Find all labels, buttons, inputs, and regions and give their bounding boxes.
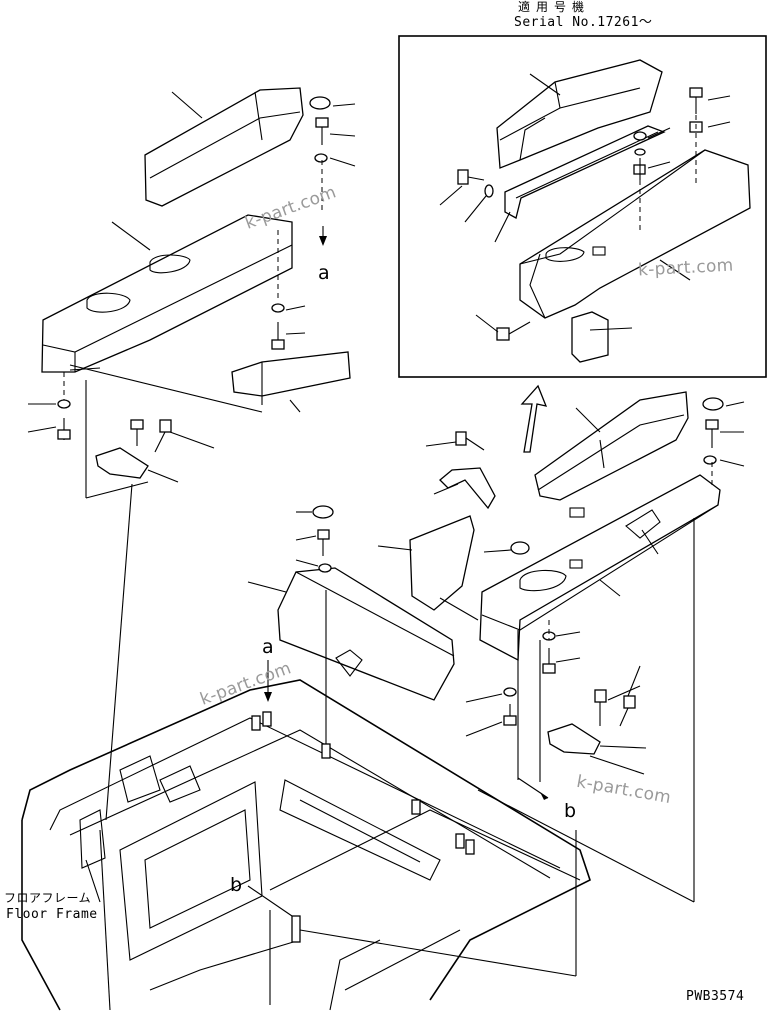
callout-b-bottom: b xyxy=(230,874,243,896)
callout-b-right: b xyxy=(564,800,577,822)
inset-upper-cover xyxy=(496,59,663,169)
left-lower-bracket xyxy=(95,447,149,479)
inset-console xyxy=(519,149,751,319)
callout-a-middle: a xyxy=(262,636,274,658)
inset-leaders xyxy=(439,73,731,333)
inset-rail xyxy=(504,125,666,219)
callout-b-arrowhead xyxy=(540,792,548,800)
right-armrest-cover xyxy=(534,391,689,501)
callout-a-top: a xyxy=(318,262,330,284)
floor-frame-label-jp: フロアフレーム xyxy=(4,891,92,905)
floor-frame-label-en: Floor Frame xyxy=(6,907,98,922)
floor-frame-leaders xyxy=(85,226,577,977)
left-side-bracket xyxy=(231,351,351,405)
left-console-panel xyxy=(41,214,293,373)
right-fasteners xyxy=(455,397,724,727)
right-leaders xyxy=(377,401,745,903)
inset-bracket xyxy=(571,311,609,363)
inset-fasteners xyxy=(457,87,703,341)
floor-frame xyxy=(21,679,591,1011)
center-fasteners xyxy=(247,505,334,750)
right-console-panel xyxy=(479,474,721,662)
drawing-code: PWB3574 xyxy=(686,989,745,1004)
serial-number-label: Serial No.17261～ xyxy=(514,15,653,30)
center-cover xyxy=(277,567,455,701)
to-serial-inset-arrow xyxy=(520,384,548,453)
left-armrest-cover xyxy=(144,87,304,207)
left-fasteners xyxy=(57,96,331,453)
left-leaders xyxy=(27,91,356,821)
right-side-bracket xyxy=(409,515,475,611)
serial-inset-frame xyxy=(398,35,767,378)
right-lower-bracket xyxy=(547,723,601,755)
applicable-serial-heading-jp: 適用号機 xyxy=(518,0,591,14)
